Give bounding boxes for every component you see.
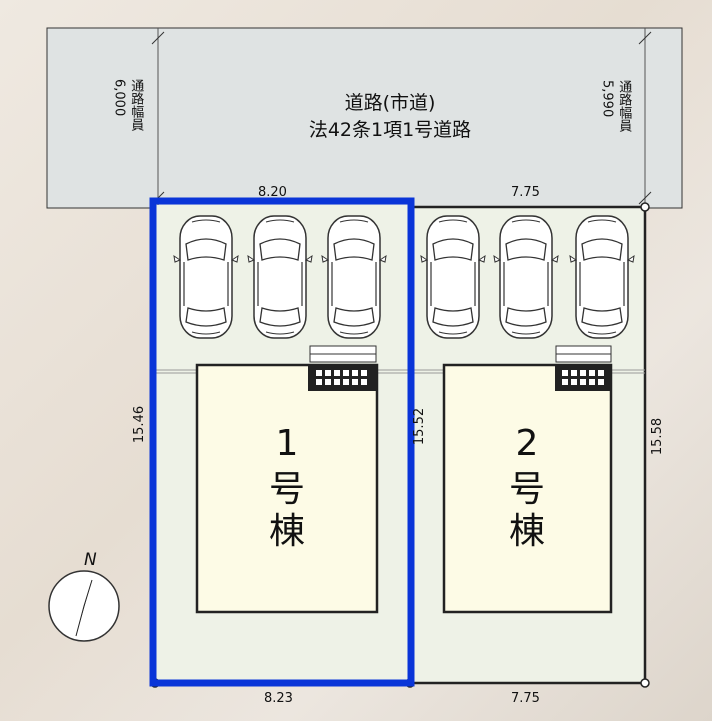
building-2-number: 2 [515, 423, 539, 464]
dim-bottom-lot1: 8.23 [264, 691, 293, 706]
road-area [46, 27, 683, 209]
porch-2 [555, 345, 612, 391]
car-3 [321, 215, 387, 339]
building-1-number: 1 [275, 423, 299, 464]
car-4 [420, 215, 486, 339]
tick-mark [151, 31, 165, 45]
tick-mark [638, 31, 652, 45]
dim-bottom-lot2: 7.75 [511, 691, 540, 706]
corner-marker [640, 202, 650, 212]
building-1-char2: 棟 [268, 511, 305, 552]
road-width-left: 通路幅員 6,000 [111, 79, 144, 131]
road-width-label: 通路幅員 [128, 79, 144, 131]
building-2-char2: 棟 [508, 511, 545, 552]
car-1 [173, 215, 239, 339]
road-width-label: 通路幅員 [616, 80, 632, 132]
compass-north-label: N [84, 550, 97, 570]
road-width-value: 5,990 [599, 80, 615, 118]
road-designation: 法42条1項1号道路 [308, 119, 472, 141]
building-2-char1: 号 [508, 469, 545, 510]
porch-1 [308, 345, 377, 391]
road-name: 道路(市道) [344, 92, 436, 114]
house-1-footprint [195, 363, 379, 614]
road-width-right: 通路幅員 5,990 [599, 80, 632, 132]
car-5 [493, 215, 559, 339]
house-2-footprint [442, 363, 613, 614]
dim-right: 15.58 [650, 417, 666, 456]
compass [48, 570, 120, 642]
car-2 [247, 215, 313, 339]
dim-middle: 15.52 [412, 407, 428, 446]
road-width-value: 6,000 [111, 79, 127, 117]
car-6 [569, 215, 635, 339]
tick-mark [638, 191, 652, 205]
building-1-char1: 号 [268, 469, 305, 510]
lot-1-highlight [149, 197, 415, 687]
dim-top-lot2: 7.75 [511, 185, 540, 200]
dim-top-lot1: 8.20 [258, 185, 287, 200]
dim-left: 15.46 [132, 405, 148, 444]
corner-marker [640, 678, 650, 688]
